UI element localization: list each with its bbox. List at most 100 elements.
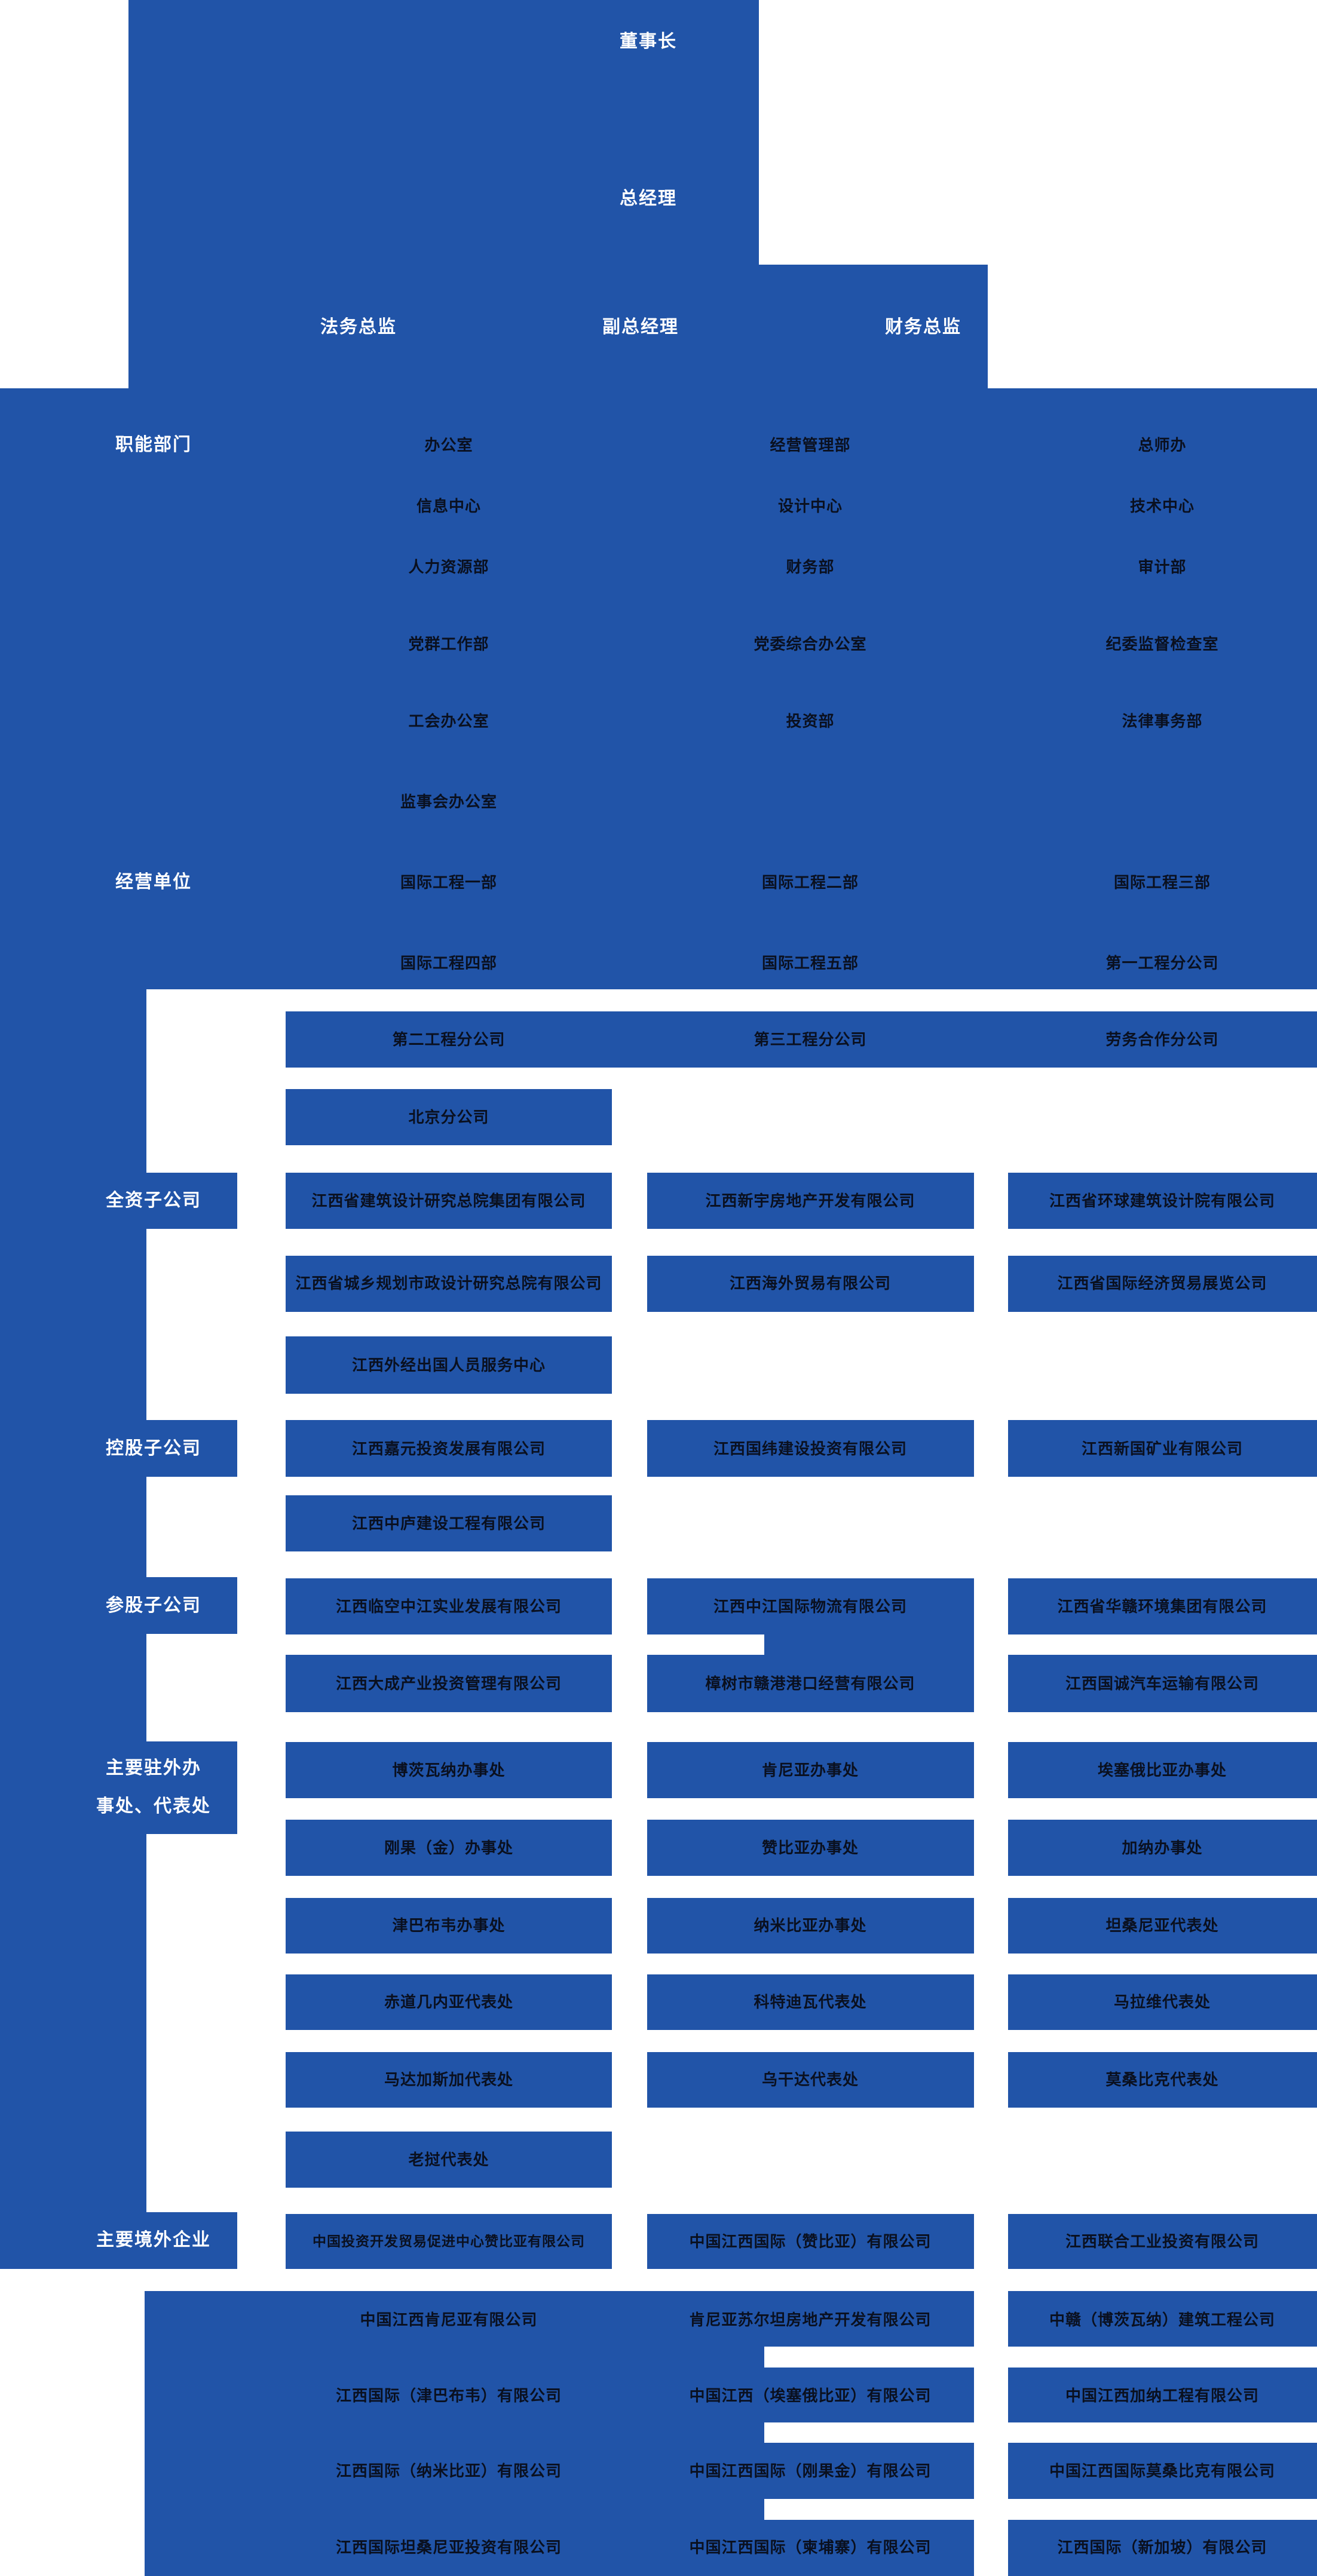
label-box-offices [0, 1741, 237, 1834]
functional-node-label: 经营管理部 [770, 436, 851, 454]
overseas-node-label: 中国江西国际（刚果金）有限公司 [689, 2462, 932, 2480]
overseas-node-label: 中国投资开发贸易促进中心赞比亚有限公司 [313, 2233, 585, 2249]
functional-node-label: 纪委监督检查室 [1105, 635, 1219, 653]
overseas-node-label: 中国江西国际莫桑比克有限公司 [1049, 2462, 1276, 2480]
branch-band [286, 1011, 1317, 1068]
deputy-general-manager-title: 副总经理 [602, 317, 679, 337]
overseas-node-box [1008, 2291, 1317, 2347]
offices-node-box [647, 1898, 974, 1954]
functional-node-label: 人力资源部 [408, 558, 489, 576]
offices-node-box [286, 1974, 612, 2030]
offices-node-box [1008, 1898, 1317, 1954]
offices-node-label: 乌干达代表处 [761, 2071, 859, 2089]
offices-node-box [286, 2052, 612, 2108]
offices-node-label: 埃塞俄比亚办事处 [1097, 1761, 1227, 1779]
business-node-label: 国际工程五部 [761, 954, 859, 972]
wholly-node-box [286, 1173, 612, 1229]
business-node-label: 第三工程分公司 [754, 1031, 867, 1048]
wholly-node-label: 江西省建筑设计研究总院集团有限公司 [311, 1192, 586, 1210]
section-label-offices-line2: 事处、代表处 [96, 1796, 211, 1816]
overseas-node-label: 江西国际（津巴布韦）有限公司 [335, 2387, 562, 2405]
minority-node-label: 樟树市赣港港口经营有限公司 [705, 1675, 915, 1692]
functional-node-label: 党委综合办公室 [754, 635, 867, 653]
business-node-label: 第一工程分公司 [1105, 954, 1219, 972]
section-label-overseas: 主要境外企业 [96, 2230, 211, 2250]
functional-node-label: 财务部 [786, 558, 835, 576]
functional-node-label: 办公室 [424, 436, 473, 454]
wholly-node-box [286, 1336, 612, 1394]
wholly-node-box [1008, 1256, 1317, 1312]
offices-node-label: 科特迪瓦代表处 [754, 1993, 867, 2011]
label-box-holding [0, 1420, 237, 1477]
wholly-node-label: 江西外经出国人员服务中心 [351, 1356, 546, 1374]
functional-node-label: 工会办公室 [408, 712, 489, 730]
offices-node-label: 刚果（金）办事处 [384, 1839, 514, 1857]
label-box-minority [0, 1577, 237, 1634]
section-label-offices: 主要驻外办 事处、代表处 [55, 1749, 252, 1826]
overseas-node-label: 中国江西国际（赞比亚）有限公司 [689, 2232, 932, 2250]
overseas-node-box [647, 2291, 974, 2347]
holding-node-box [286, 1420, 612, 1477]
overseas-node-label: 中赣（博茨瓦纳）建筑工程公司 [1049, 2311, 1276, 2329]
offices-node-box [286, 2132, 612, 2188]
minority-node-box [286, 1578, 612, 1634]
overseas-node-box [1008, 2443, 1317, 2499]
offices-node-box [286, 1898, 612, 1954]
offices-node-label: 肯尼亚办事处 [761, 1761, 859, 1779]
overseas-node-label: 江西国际坦桑尼亚投资有限公司 [335, 2538, 562, 2556]
section-label-holding: 控股子公司 [106, 1439, 201, 1458]
offices-node-box [647, 1974, 974, 2030]
offices-node-label: 加纳办事处 [1122, 1839, 1203, 1857]
overseas-node-box [1008, 2520, 1317, 2576]
block-main [0, 388, 1317, 989]
holding-node-box [1008, 1420, 1317, 1477]
overseas-node-box [647, 2368, 974, 2422]
overseas-node-label: 中国江西国际（柬埔寨）有限公司 [689, 2538, 932, 2556]
functional-node-label: 技术中心 [1129, 497, 1195, 515]
functional-node-label: 设计中心 [777, 497, 843, 515]
finance-director-title: 财务总监 [885, 317, 961, 337]
section-label-wholly: 全资子公司 [106, 1191, 201, 1210]
chairman-title: 董事长 [620, 32, 677, 51]
functional-node-label: 投资部 [786, 712, 835, 730]
block-top [128, 0, 759, 265]
wholly-node-label: 江西省环球建筑设计院有限公司 [1049, 1192, 1276, 1210]
offices-node-box [1008, 1742, 1317, 1798]
wholly-node-label: 江西省城乡规划市政设计研究总院有限公司 [295, 1274, 602, 1292]
offices-node-label: 坦桑尼亚代表处 [1105, 1916, 1219, 1934]
minority-node-box [647, 1578, 974, 1634]
functional-node-label: 信息中心 [416, 497, 482, 515]
legal-director-title: 法务总监 [320, 317, 397, 337]
overseas-node-box [1008, 2368, 1317, 2422]
minority-node-label: 江西省华赣环境集团有限公司 [1057, 1597, 1267, 1615]
label-box-overseas [0, 2212, 237, 2269]
minority-middle-connector [764, 1634, 974, 1656]
offices-node-label: 赞比亚办事处 [761, 1839, 859, 1857]
holding-node-label: 江西新国矿业有限公司 [1081, 1440, 1244, 1458]
wholly-node-label: 江西新宇房地产开发有限公司 [705, 1192, 915, 1210]
offices-node-label: 莫桑比克代表处 [1105, 2071, 1219, 2089]
business-node-label: 第二工程分公司 [392, 1031, 506, 1048]
offices-node-box [286, 1820, 612, 1876]
offices-node-label: 马拉维代表处 [1113, 1993, 1211, 2011]
minority-node-box [1008, 1578, 1317, 1634]
holding-node-label: 江西中庐建设工程有限公司 [351, 1514, 546, 1532]
offices-node-label: 老挝代表处 [408, 2151, 489, 2169]
section-label-offices-line1: 主要驻外办 [106, 1758, 201, 1778]
overseas-node-box [286, 2214, 612, 2269]
section-label-functional: 职能部门 [115, 435, 192, 455]
holding-node-box [647, 1420, 974, 1477]
offices-node-box [647, 1742, 974, 1798]
wholly-node-box [647, 1173, 974, 1229]
minority-node-label: 江西中江国际物流有限公司 [713, 1597, 908, 1615]
overseas-node-label: 江西国际（纳米比亚）有限公司 [335, 2462, 562, 2480]
section-label-minority: 参股子公司 [106, 1596, 201, 1615]
overseas-node-box [1008, 2214, 1317, 2269]
holding-node-label: 江西国纬建设投资有限公司 [713, 1440, 908, 1458]
wholly-node-box [1008, 1173, 1317, 1229]
offices-node-label: 纳米比亚办事处 [754, 1916, 867, 1934]
minority-node-label: 江西临空中江实业发展有限公司 [335, 1597, 562, 1615]
functional-node-label: 总师办 [1138, 436, 1187, 454]
functional-node-label: 审计部 [1138, 558, 1187, 576]
